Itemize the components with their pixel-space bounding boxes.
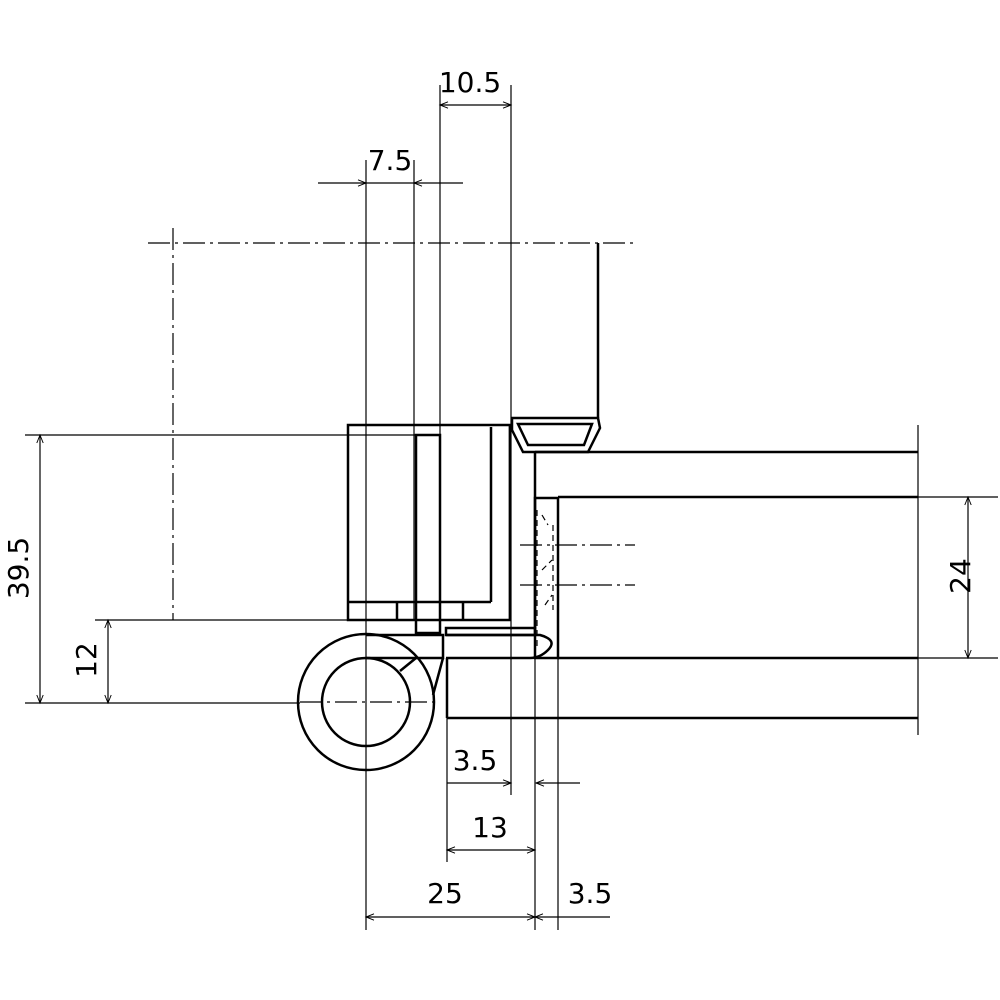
centerlines	[148, 228, 635, 703]
extension-lines	[25, 85, 998, 930]
dim-25: 25	[427, 877, 463, 910]
dim-39-5: 39.5	[2, 537, 35, 599]
dim-24: 24	[944, 558, 977, 594]
dim-13: 13	[472, 811, 508, 844]
dim-12: 12	[70, 642, 103, 678]
dim-3-5-top: 3.5	[453, 744, 498, 777]
dim-7-5: 7.5	[368, 144, 413, 177]
dim-3-5-bottom: 3.5	[568, 877, 613, 910]
door-leaf	[445, 425, 919, 735]
hinge-pin	[414, 433, 442, 635]
dim-10-5: 10.5	[439, 66, 501, 99]
dimension-labels: 10.5 7.5 39.5 12 24 3.5 13 25 3.5	[2, 66, 977, 910]
frame	[173, 243, 918, 630]
insert	[533, 496, 560, 660]
frame-part-block	[346, 423, 512, 622]
dimension-lines	[36, 101, 972, 921]
